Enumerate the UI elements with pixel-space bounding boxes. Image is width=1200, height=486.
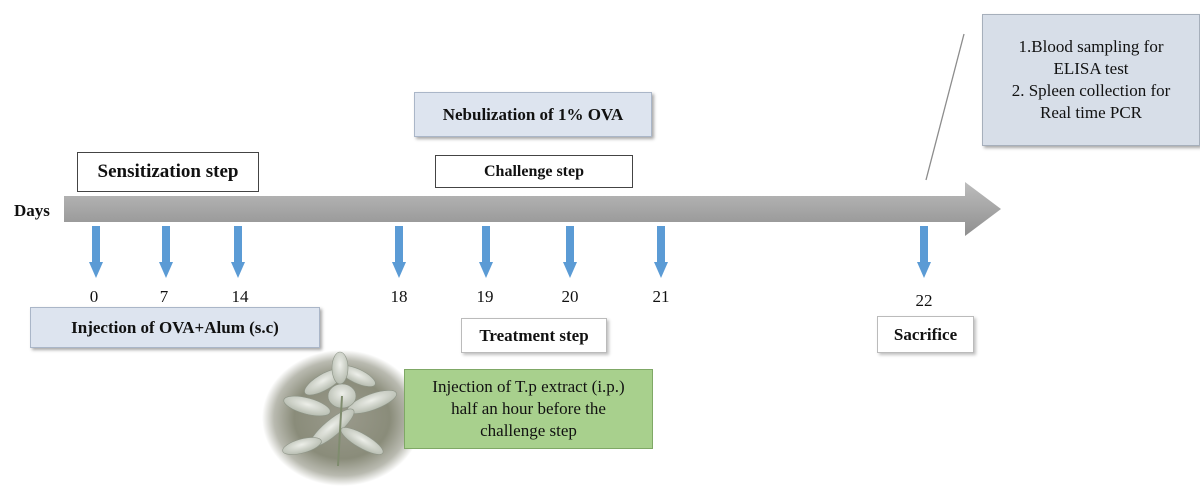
final-sampling-box: 1.Blood sampling for ELISA test 2. Splee… — [982, 14, 1200, 146]
day-label-22: 22 — [915, 291, 933, 310]
treatment-step-box: Treatment step — [461, 318, 607, 353]
day-arrow-21 — [654, 226, 668, 278]
injection-tp-box: Injection of T.p extract (i.p.) half an … — [404, 369, 653, 449]
day-arrow-0 — [89, 226, 103, 278]
final-line-1: 1.Blood sampling for — [1018, 37, 1164, 56]
day-arrow-19 — [479, 226, 493, 278]
injection-tp-line-1: Injection of T.p extract (i.p.) — [432, 377, 625, 396]
nebulization-box: Nebulization of 1% OVA — [414, 92, 652, 137]
day-arrow-22 — [917, 226, 931, 278]
day-arrow-18 — [392, 226, 406, 278]
day-label-19: 19 — [476, 287, 494, 306]
day-label-7: 7 — [159, 287, 169, 306]
plant-photo — [262, 350, 422, 486]
sacrifice-box: Sacrifice — [877, 316, 974, 353]
day-label-0: 0 — [89, 287, 99, 306]
day-label-20: 20 — [561, 287, 579, 306]
day-arrow-7 — [159, 226, 173, 278]
final-connector-line — [925, 33, 965, 181]
injection-tp-line-2: half an hour before the — [451, 399, 606, 418]
challenge-step-box: Challenge step — [435, 155, 633, 188]
sensitization-step-box: Sensitization step — [77, 152, 259, 192]
final-line-4: Real time PCR — [1040, 103, 1142, 122]
final-line-3: 2. Spleen collection for — [1011, 81, 1171, 100]
days-axis-label: Days — [14, 201, 50, 220]
final-line-2: ELISA test — [1053, 59, 1129, 78]
day-arrow-20 — [563, 226, 577, 278]
day-label-18: 18 — [390, 287, 408, 306]
day-arrow-14 — [231, 226, 245, 278]
day-label-21: 21 — [652, 287, 670, 306]
day-label-14: 14 — [231, 287, 249, 306]
injection-ova-alum-box: Injection of OVA+Alum (s.c) — [30, 307, 320, 348]
timeline-arrow — [64, 182, 1001, 236]
injection-tp-line-3: challenge step — [480, 421, 577, 440]
